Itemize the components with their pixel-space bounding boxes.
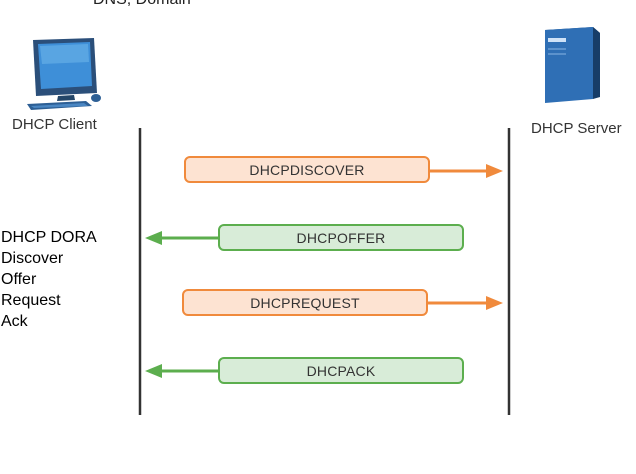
server-label: DHCP Server (531, 120, 622, 137)
message-dhcpack: DHCPACK (218, 357, 464, 384)
arrow-dhcpoffer (145, 231, 218, 245)
notes-item-ack: Ack (1, 313, 28, 330)
message-dhcprequest: DHCPREQUEST (182, 289, 428, 316)
notes-item-offer: Offer (1, 271, 37, 288)
arrow-dhcprequest (425, 296, 503, 310)
message-dhcpdiscover: DHCPDISCOVER (184, 156, 430, 183)
desktop-computer-icon (27, 38, 101, 110)
client-label: DHCP Client (12, 116, 97, 133)
arrow-dhcpdiscover (428, 164, 503, 178)
notes-item-request: Request (1, 292, 61, 309)
arrow-dhcpack (145, 364, 218, 378)
dora-notes: DHCP DORA Discover Offer Request Ack (1, 227, 97, 332)
top-cut-text: DNS, Domain (93, 0, 191, 9)
message-dhcpoffer: DHCPOFFER (218, 224, 464, 251)
notes-title: DHCP DORA (1, 229, 97, 246)
notes-item-discover: Discover (1, 250, 64, 267)
server-tower-icon (545, 27, 600, 103)
